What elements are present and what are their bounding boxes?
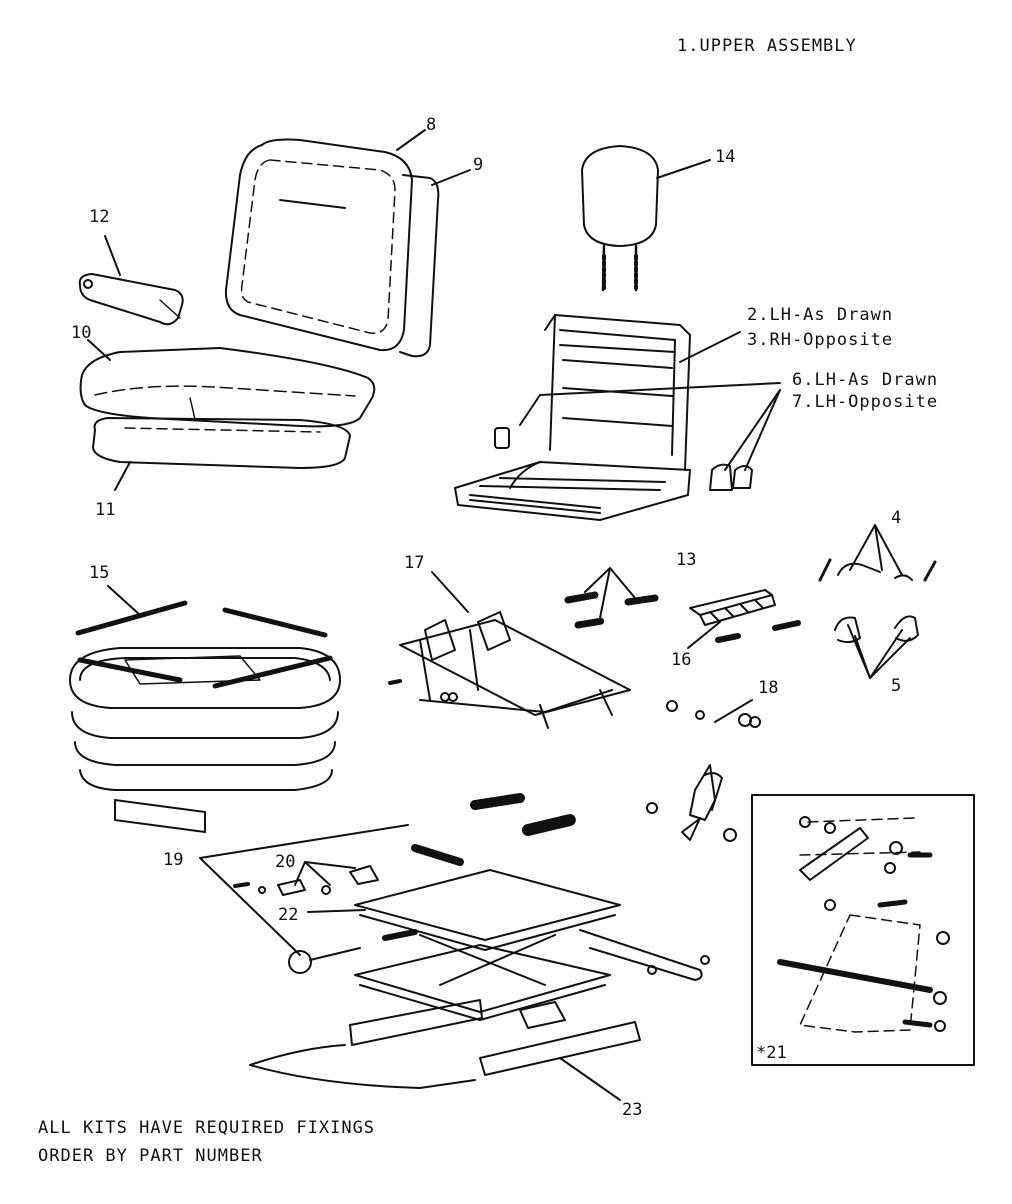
callout-19: 19 bbox=[163, 850, 184, 870]
leader-23 bbox=[560, 1058, 620, 1100]
footer-note-line2: ORDER BY PART NUMBER bbox=[38, 1146, 263, 1166]
leader-18 bbox=[715, 700, 752, 722]
callout-23: 23 bbox=[622, 1100, 643, 1120]
footer-note-line1: ALL KITS HAVE REQUIRED FIXINGS bbox=[38, 1118, 376, 1138]
leader-17 bbox=[432, 572, 468, 612]
leader-9 bbox=[432, 170, 470, 185]
recliner-covers bbox=[710, 465, 752, 490]
springs bbox=[568, 595, 655, 625]
leader-20 bbox=[295, 862, 355, 885]
adjuster-knob-assembly bbox=[289, 798, 570, 973]
callout-4: 4 bbox=[891, 508, 902, 528]
leader-4 bbox=[850, 525, 902, 575]
leader-8 bbox=[397, 130, 425, 150]
slide-assembly bbox=[390, 612, 630, 728]
base-rails bbox=[250, 1000, 640, 1088]
callout-15: 15 bbox=[89, 563, 110, 583]
leader-16 bbox=[688, 622, 720, 648]
diagram-title: 1.UPPER ASSEMBLY bbox=[677, 36, 857, 56]
leader-12 bbox=[105, 236, 120, 275]
callout-3: 3.RH-Opposite bbox=[747, 330, 894, 350]
hinge-parts bbox=[820, 560, 935, 642]
seat-suspension-base bbox=[70, 603, 340, 832]
callout-9: 9 bbox=[473, 155, 484, 175]
callout-16: 16 bbox=[671, 650, 692, 670]
callout-14: 14 bbox=[715, 147, 736, 167]
callout-13: 13 bbox=[676, 550, 697, 570]
leader-6c bbox=[725, 390, 780, 470]
clamp-parts bbox=[235, 866, 378, 895]
leader-22 bbox=[308, 910, 365, 912]
callout-12: 12 bbox=[89, 207, 110, 227]
scissor-base bbox=[355, 870, 709, 1028]
gas-strut bbox=[647, 701, 760, 841]
leader-6d bbox=[745, 390, 780, 470]
leader-19 bbox=[200, 825, 408, 955]
callout-22: 22 bbox=[278, 905, 299, 925]
leader-15 bbox=[108, 586, 140, 615]
inset-21 bbox=[752, 795, 974, 1065]
leader-5 bbox=[848, 625, 910, 678]
leader-6a bbox=[540, 383, 780, 395]
callout-5: 5 bbox=[891, 676, 902, 696]
callout-17: 17 bbox=[404, 553, 425, 573]
callout-6: 6.LH-As Drawn bbox=[792, 370, 939, 390]
seat-base-foam bbox=[93, 418, 350, 468]
seat-frame bbox=[455, 315, 690, 520]
leader-13 bbox=[585, 568, 635, 618]
adjuster-bracket bbox=[690, 590, 798, 640]
leader-11 bbox=[115, 462, 130, 490]
leader-10 bbox=[88, 340, 110, 360]
leader-2 bbox=[680, 332, 740, 362]
callout-7: 7.LH-Opposite bbox=[792, 392, 939, 412]
seat-cushion bbox=[81, 348, 375, 426]
armrest bbox=[80, 274, 183, 324]
leader-6b bbox=[520, 395, 540, 425]
leader-14 bbox=[657, 160, 710, 178]
backrest-cushion bbox=[226, 140, 438, 357]
callout-21: *21 bbox=[756, 1043, 787, 1063]
callout-2: 2.LH-As Drawn bbox=[747, 305, 894, 325]
headrest bbox=[582, 146, 658, 290]
callout-18: 18 bbox=[758, 678, 779, 698]
callout-11: 11 bbox=[95, 500, 116, 520]
callout-8: 8 bbox=[426, 115, 437, 135]
callout-20: 20 bbox=[275, 852, 296, 872]
callout-10: 10 bbox=[71, 323, 92, 343]
